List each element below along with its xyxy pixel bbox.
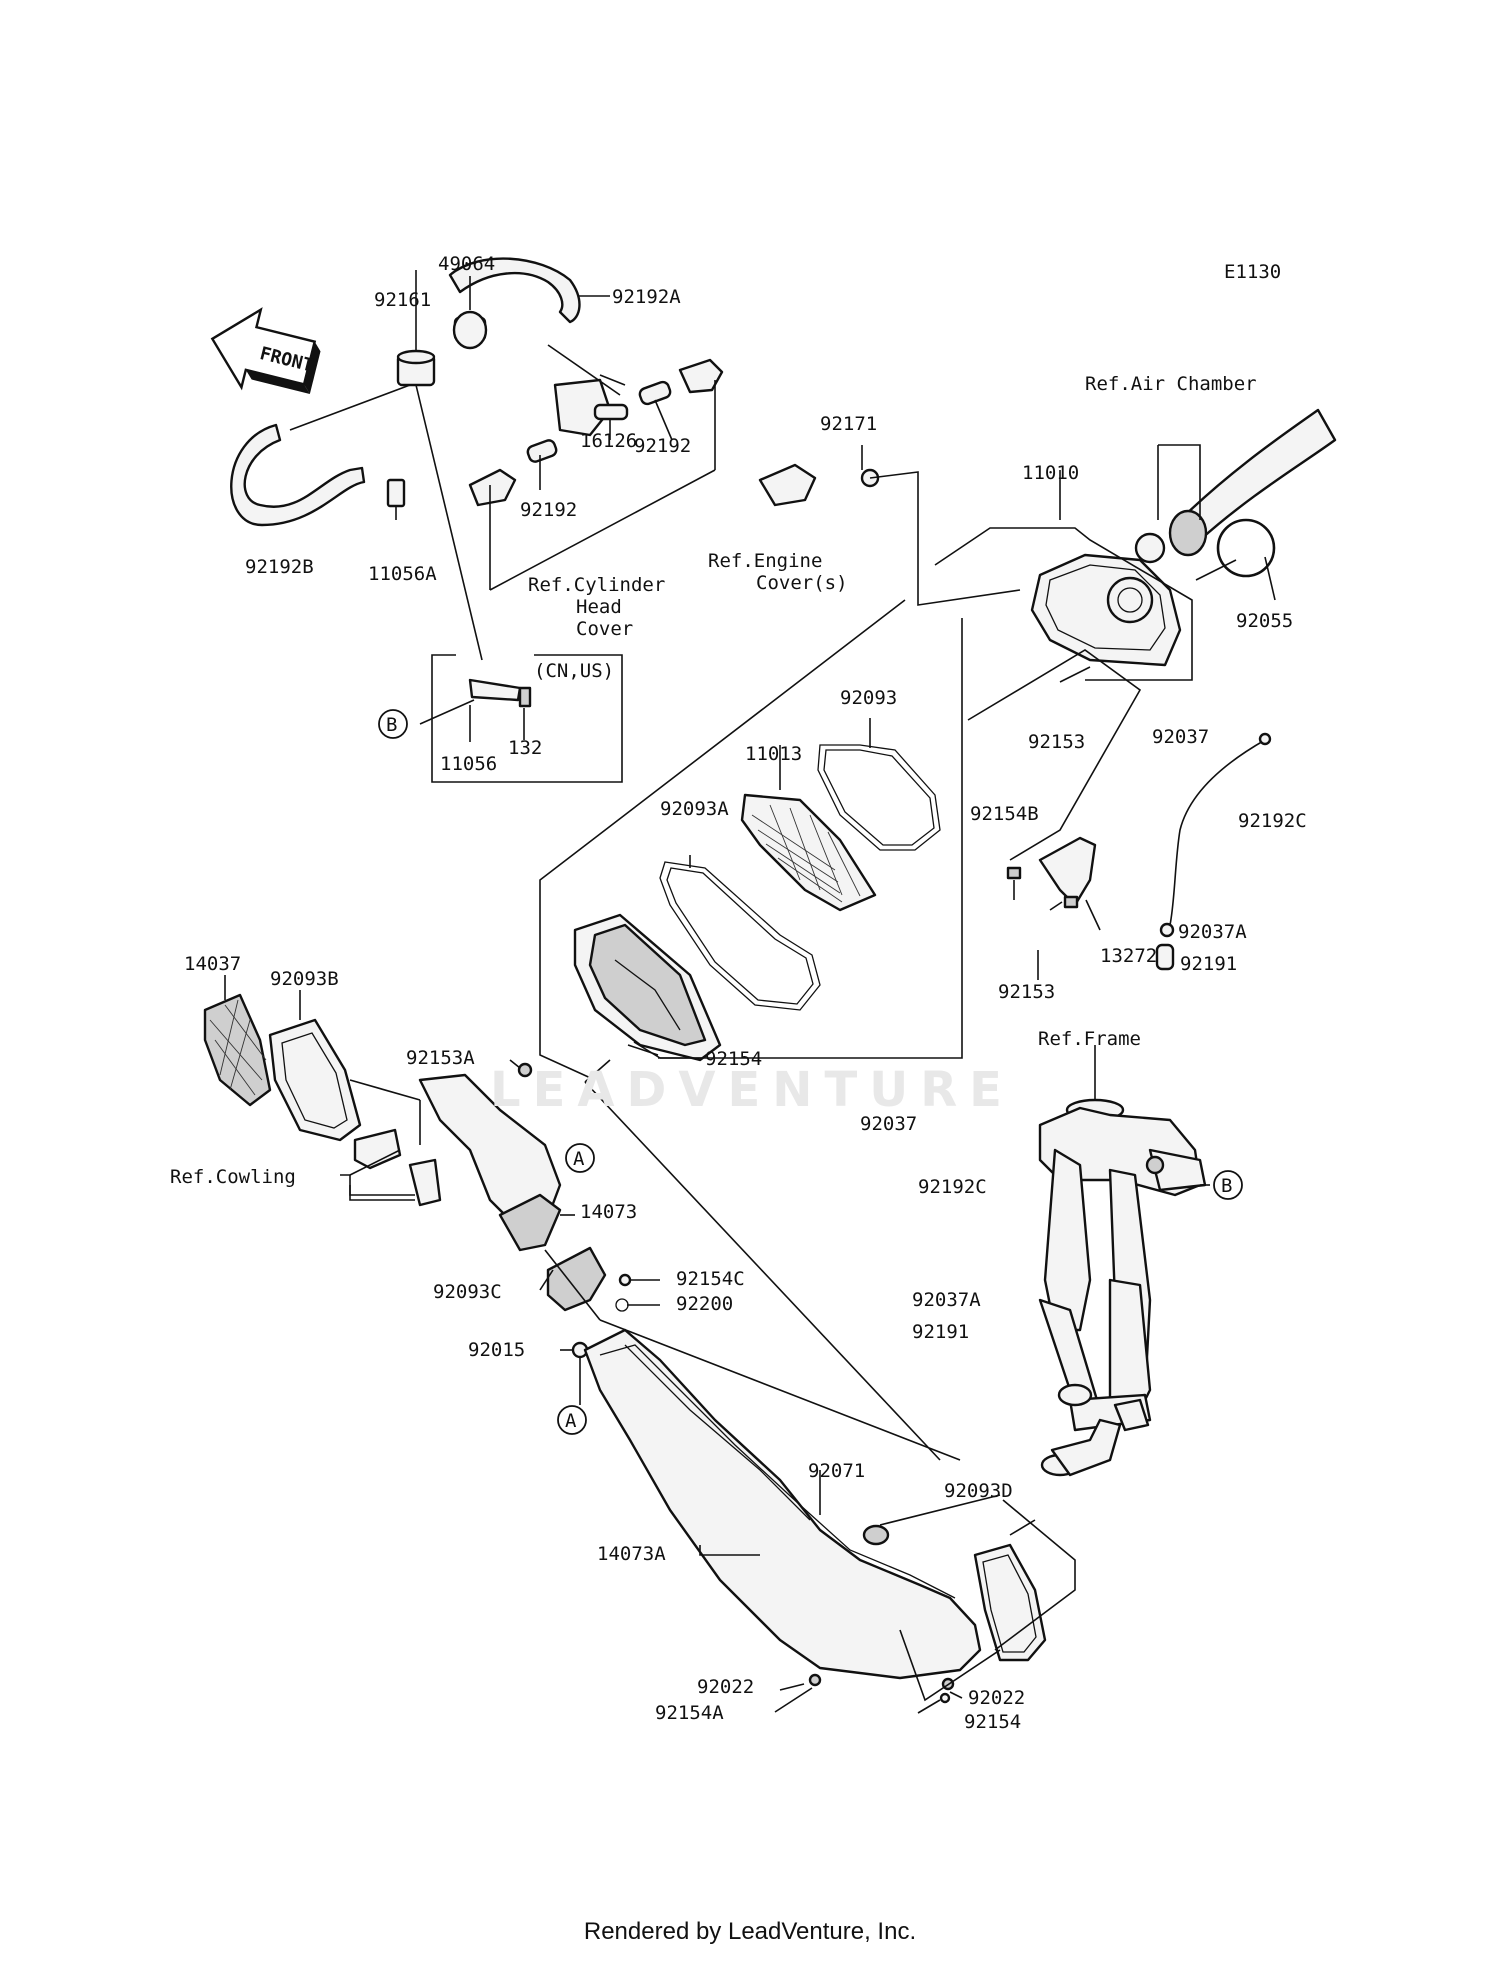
part-label: 92192C [918, 1176, 987, 1198]
part-label: 92037A [1178, 921, 1247, 943]
part-label: 13272 [1100, 945, 1157, 967]
callout-b-frame-text: B [1221, 1175, 1232, 1197]
part-label: 14073A [597, 1543, 666, 1565]
part-label: 92191 [1180, 953, 1237, 975]
lower-duct [583, 1328, 1076, 1714]
figure-code: E1130 [1224, 261, 1281, 283]
upper-hose-group [230, 257, 724, 661]
callout-a-upper [565, 1143, 595, 1173]
part-label: 11010 [1022, 462, 1079, 484]
part-label: 92022 [697, 1676, 754, 1698]
part-label: 11013 [745, 743, 802, 765]
part-label: 92154B [970, 803, 1039, 825]
part-label: 11056A [368, 563, 437, 585]
callout-a-lower [557, 1405, 587, 1435]
ref-air-chamber-label: Ref.Air Chamber [1085, 373, 1257, 395]
part-label: 16126 [580, 430, 637, 452]
engine-cover-fitting [758, 445, 1021, 606]
part-label: 92154 [964, 1711, 1021, 1733]
part-label: 92161 [374, 289, 431, 311]
frame-drawing [1038, 1045, 1210, 1477]
ref-frame-label: Ref.Frame [1038, 1028, 1141, 1050]
part-label: 92153A [406, 1047, 475, 1069]
part-label: 92171 [820, 413, 877, 435]
part-label: 92192A [612, 286, 681, 308]
part-label: 92191 [912, 1321, 969, 1343]
watermark: LEADVENTURE [490, 1062, 1014, 1118]
callout-markers: B B A A [378, 709, 1243, 1435]
part-label: 92037 [1152, 726, 1209, 748]
screen-mesh [209, 999, 267, 1096]
part-label: 92093B [270, 968, 339, 990]
ref-engine-cover-label-2: Cover(s) [756, 572, 848, 594]
callout-b-upper [378, 709, 408, 739]
part-label: 92037A [912, 1289, 981, 1311]
footer-credit: Rendered by LeadVenture, Inc. [583, 1918, 917, 1945]
part-label: 92200 [676, 1293, 733, 1315]
part-label: 92192C [1238, 810, 1307, 832]
intake-duct-left [203, 975, 961, 1461]
part-label: 92093D [944, 1480, 1013, 1502]
part-label: 92071 [808, 1460, 865, 1482]
part-label: 92192 [634, 435, 691, 457]
part-label: 14073 [580, 1201, 637, 1223]
part-label: 49064 [438, 253, 495, 275]
right-hose-group [967, 649, 1272, 980]
part-label: 92093A [660, 798, 729, 820]
part-label: 92153 [998, 981, 1055, 1003]
part-label: 14037 [184, 953, 241, 975]
part-label: 92022 [968, 1687, 1025, 1709]
ref-cylinder-head-label-3: Cover [576, 618, 633, 640]
part-label: 92055 [1236, 610, 1293, 632]
ref-engine-cover-label: Ref.Engine [708, 550, 822, 572]
ref-cylinder-head-label: Ref.Cylinder [528, 574, 665, 596]
part-label: 92154 [705, 1048, 762, 1070]
part-label: 92153 [1028, 731, 1085, 753]
part-label: 132 [508, 737, 542, 759]
part-label: 92192B [245, 556, 314, 578]
part-label: 92037 [860, 1113, 917, 1135]
region-note: (CN,US) [534, 660, 614, 682]
part-labels: E1130 49064 92161 92192A 92192B 11056A 1… [170, 253, 1307, 1733]
callout-a-lower-text: A [565, 1410, 577, 1432]
front-arrow-icon: FRONT [210, 307, 321, 395]
ref-cowling-label: Ref.Cowling [170, 1166, 296, 1188]
part-label: 92154C [676, 1268, 745, 1290]
ref-cylinder-head-label-2: Head [576, 596, 622, 618]
part-label: 92154A [655, 1702, 724, 1724]
callout-a-upper-text: A [573, 1148, 585, 1170]
part-label: 11056 [440, 753, 497, 775]
callout-b-upper-text: B [386, 714, 397, 736]
air-cleaner-housing [934, 408, 1337, 683]
part-label: 92093C [433, 1281, 502, 1303]
part-label: 92192 [520, 499, 577, 521]
filter-mesh [751, 804, 861, 903]
callout-b-frame [1213, 1170, 1243, 1200]
part-label: 92015 [468, 1339, 525, 1361]
cn-us-detail-box [419, 654, 623, 783]
part-label: 92093 [840, 687, 897, 709]
filter-element-group [539, 599, 963, 1081]
